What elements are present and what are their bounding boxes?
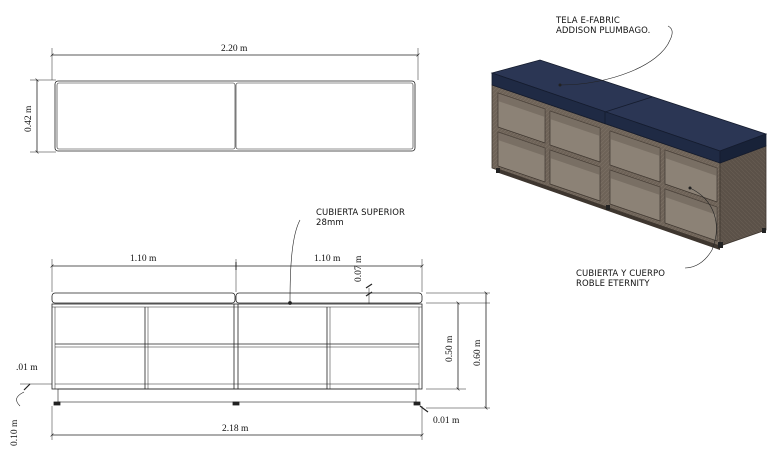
module-right-dimension: 1.10 m xyxy=(314,254,341,264)
module-left-dimension: 1.10 m xyxy=(130,254,157,264)
box-height-dimension: 0.50 m xyxy=(445,335,455,362)
base-gap-left-dimension: .01 m xyxy=(16,363,38,373)
leg-height-dimension: 0.10 m xyxy=(10,419,20,446)
cushion-height-dimension: 0.07 m xyxy=(354,255,364,282)
plan-depth-dimension: 0.42 m xyxy=(24,105,34,132)
perspective-view xyxy=(490,25,768,269)
base-gap-right-dimension: 0.01 m xyxy=(433,416,460,426)
body-material-note: CUBIERTA Y CUERPO ROBLE ETERNITY xyxy=(576,269,665,289)
front-elevation xyxy=(16,219,490,440)
body-material-note-line1: CUBIERTA Y CUERPO xyxy=(576,269,666,279)
fabric-note-line1: TELA E-FABRIC xyxy=(556,16,620,26)
base-length-dimension: 2.18 m xyxy=(222,424,249,434)
plan-length-dimension: 2.20 m xyxy=(221,44,248,54)
body-material-note-line2: ROBLE ETERNITY xyxy=(576,279,650,289)
top-surface-note: CUBIERTA SUPERIOR 28mm xyxy=(316,208,405,228)
total-height-dimension: 0.60 m xyxy=(473,339,483,366)
top-surface-note-line1: CUBIERTA SUPERIOR xyxy=(316,208,406,218)
fabric-note-line2: ADDISON PLUMBAGO. xyxy=(556,26,651,36)
top-surface-note-line2: 28mm xyxy=(316,218,344,228)
plan-view xyxy=(30,48,420,154)
fabric-note: TELA E-FABRIC ADDISON PLUMBAGO. xyxy=(556,16,650,36)
